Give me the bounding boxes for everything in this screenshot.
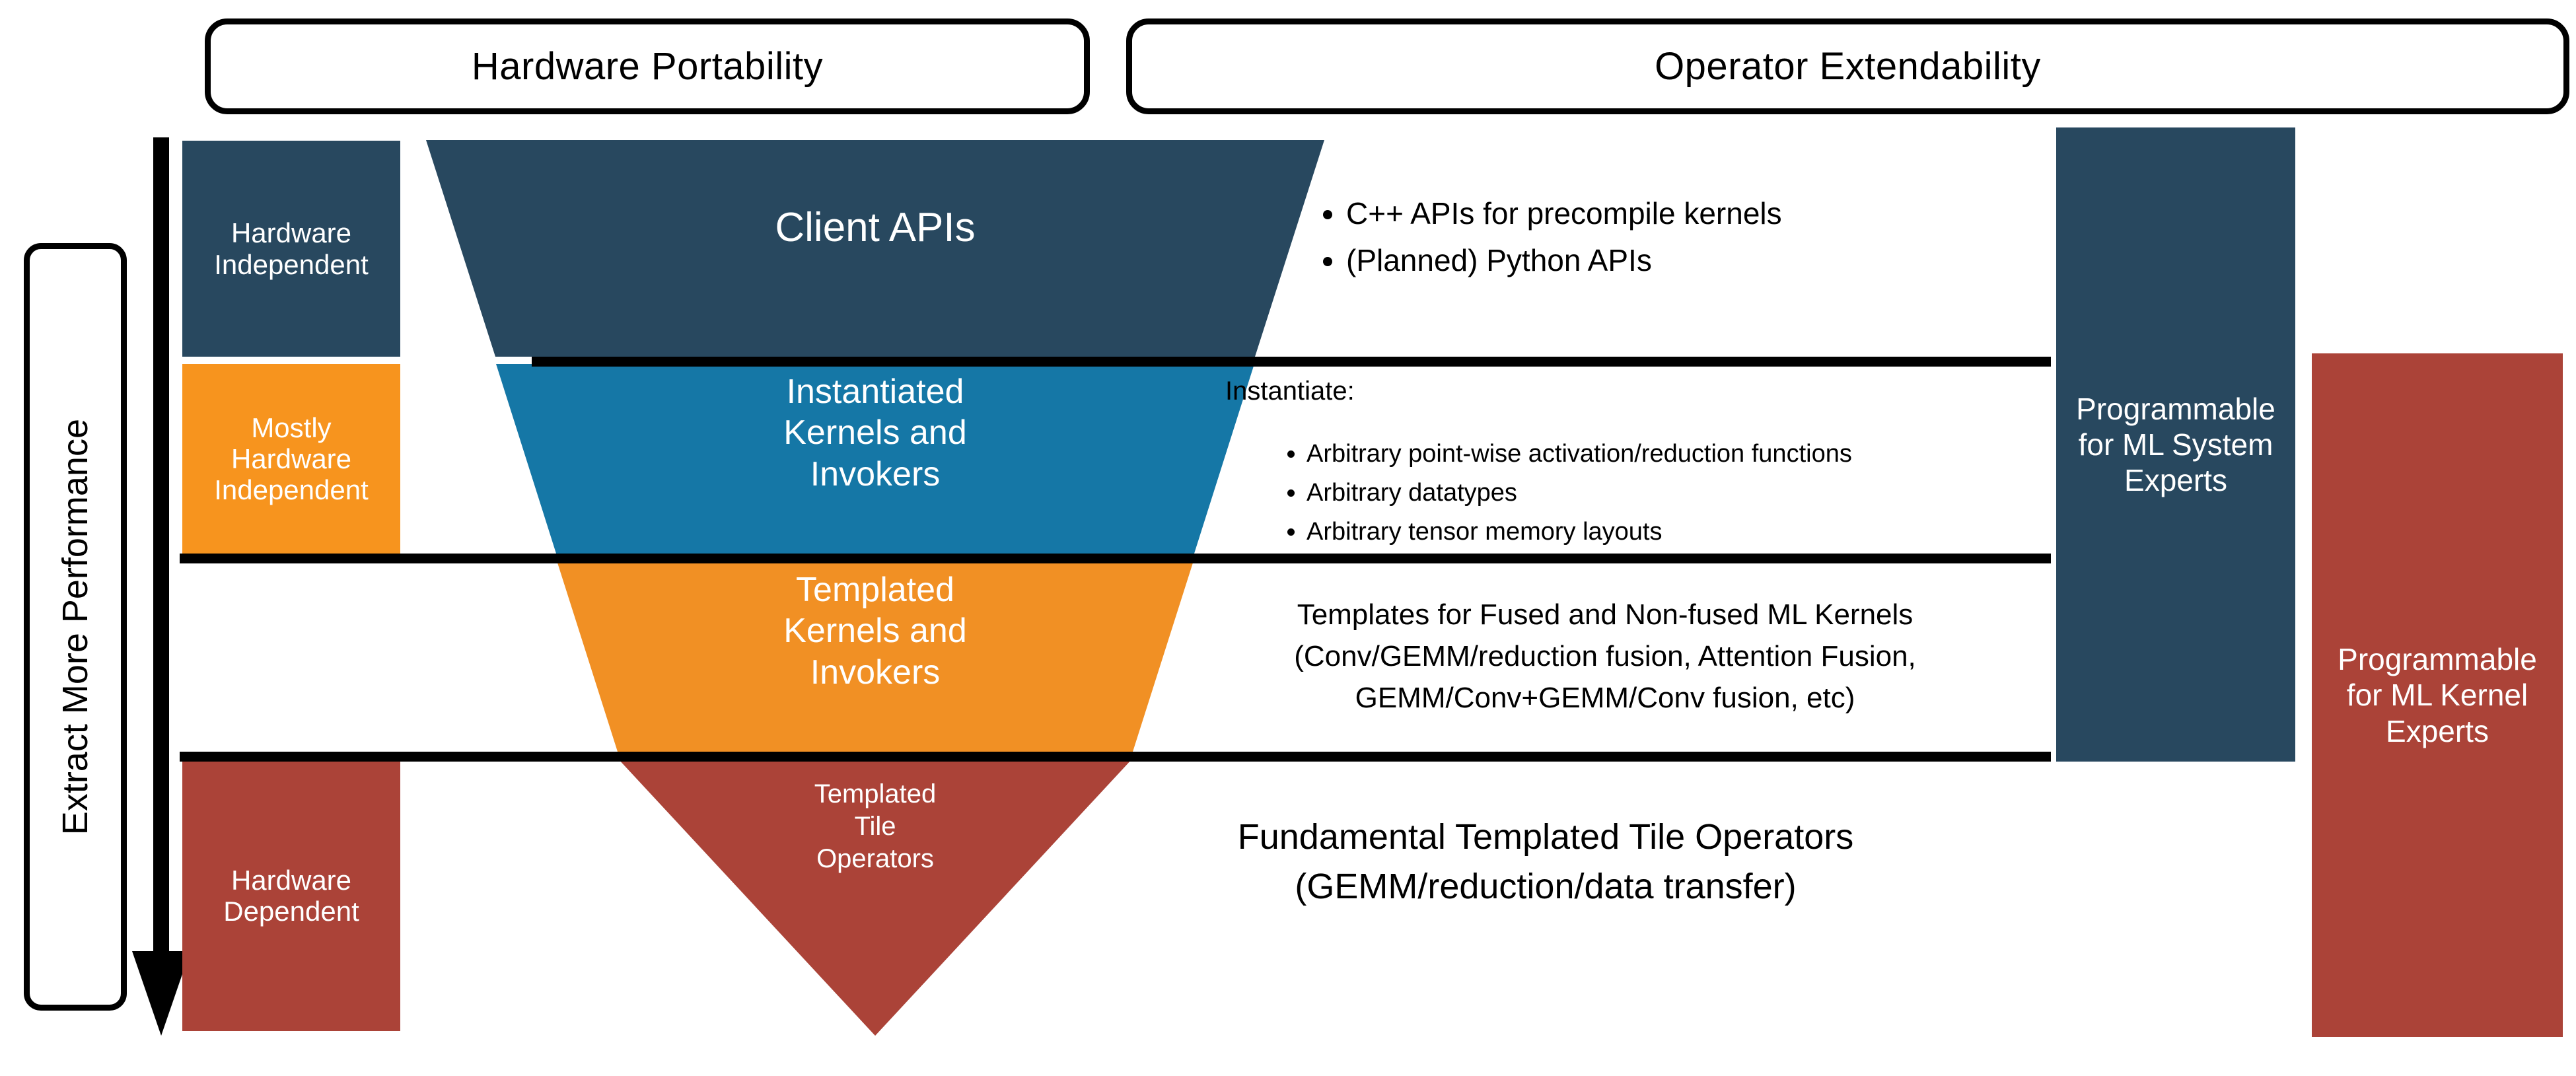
down-arrow-icon [132, 137, 190, 1036]
instantiate-heading: Instantiate: [1225, 377, 1355, 406]
description-client-apis: C++ APIs for precompile kernels (Planned… [1314, 192, 2041, 285]
header-operator-extendability: Operator Extendability [1126, 18, 2569, 114]
instantiate-bullet-list: Arbitrary point-wise activation/reductio… [1275, 436, 2054, 550]
funnel-segment-templated-kernels [557, 561, 1194, 752]
list-item: Arbitrary tensor memory layouts [1306, 514, 2054, 550]
list-item: (Planned) Python APIs [1346, 238, 2041, 283]
list-item: Arbitrary datatypes [1306, 475, 2054, 511]
divider-line-3 [180, 752, 2051, 762]
list-item: Arbitrary point-wise activation/reductio… [1306, 436, 2054, 472]
funnel-segment-instantiated-kernels [496, 364, 1254, 554]
client-apis-bullet-list: C++ APIs for precompile kernels (Planned… [1314, 192, 2041, 282]
list-item: C++ APIs for precompile kernels [1346, 192, 2041, 236]
funnel-segment-templated-tile-operators [618, 759, 1132, 1036]
description-instantiated-kernels: Arbitrary point-wise activation/reductio… [1275, 436, 2054, 553]
header-hardware-portability: Hardware Portability [205, 18, 1090, 114]
header-hardware-portability-label: Hardware Portability [471, 45, 824, 88]
funnel-label-client-apis: Client APIs [775, 205, 976, 250]
divider-line-2 [180, 554, 2051, 563]
description-tile-operators: Fundamental Templated Tile Operators(GEM… [1237, 817, 1854, 906]
funnel-segment-client-apis [426, 140, 1324, 357]
header-operator-extendability-label: Operator Extendability [1655, 45, 2041, 88]
extract-more-performance-label: Extract More Performance [55, 418, 95, 836]
description-templated-kernels: Templates for Fused and Non-fused ML Ker… [1294, 598, 1916, 714]
divider-line-1 [532, 357, 2051, 367]
extract-more-performance-box: Extract More Performance [24, 243, 127, 1011]
